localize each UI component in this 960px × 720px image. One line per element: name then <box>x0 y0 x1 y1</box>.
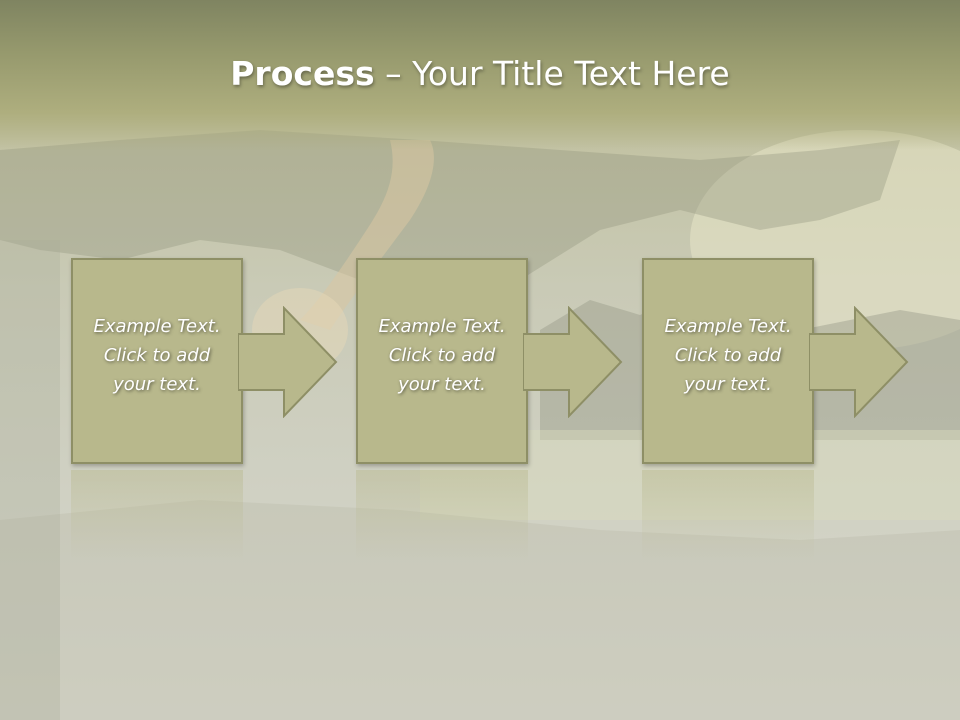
slide-title[interactable]: Process – Your Title Text Here <box>0 52 960 96</box>
title-bold: Process <box>230 54 375 93</box>
step-line: Click to add <box>103 345 211 366</box>
step-line: Click to add <box>388 345 496 366</box>
step-reflection <box>71 470 243 560</box>
step-reflection <box>642 470 814 560</box>
step-line: Example Text. <box>378 316 506 337</box>
step-text: Example Text. Click to add your text. <box>644 312 812 399</box>
arrow-right-icon <box>238 306 338 418</box>
title-band <box>0 0 960 150</box>
step-text: Example Text. Click to add your text. <box>73 312 241 399</box>
step-line: your text. <box>684 374 772 395</box>
arrow-right-icon <box>523 306 623 418</box>
title-rest: – Your Title Text Here <box>374 54 730 93</box>
arrow-right-icon <box>809 306 909 418</box>
step-line: your text. <box>113 374 201 395</box>
process-step-3[interactable]: Example Text. Click to add your text. <box>642 258 814 464</box>
process-step-1[interactable]: Example Text. Click to add your text. <box>71 258 243 464</box>
step-text: Example Text. Click to add your text. <box>358 312 526 399</box>
step-line: your text. <box>398 374 486 395</box>
step-line: Example Text. <box>93 316 221 337</box>
step-reflection <box>356 470 528 560</box>
step-line: Click to add <box>674 345 782 366</box>
step-line: Example Text. <box>664 316 792 337</box>
process-step-2[interactable]: Example Text. Click to add your text. <box>356 258 528 464</box>
